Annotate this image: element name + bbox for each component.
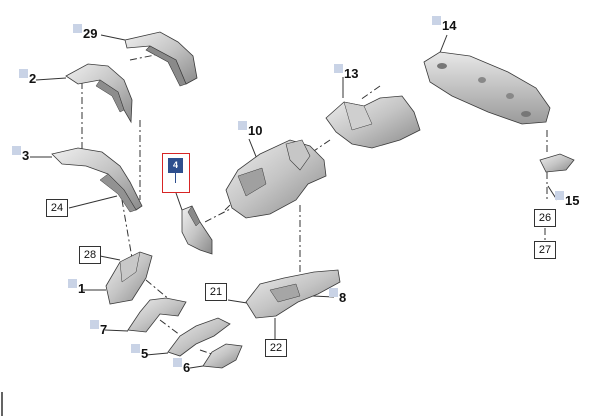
callout-3: 3 <box>12 146 29 164</box>
callout-square-icon <box>334 64 343 73</box>
part-13-heat-shield <box>325 95 421 149</box>
callout-1: 1 <box>68 279 85 297</box>
part-6-shield <box>202 343 243 369</box>
callout-square-icon <box>329 288 338 297</box>
callout-square-icon <box>12 146 21 155</box>
callout-6: 6 <box>173 358 190 376</box>
box-22: 22 <box>265 339 287 357</box>
part-1-shield <box>105 251 153 305</box>
callout-square-icon <box>555 191 564 200</box>
part-15-bracket <box>539 153 575 173</box>
callout-square-icon <box>131 344 140 353</box>
callout-square-icon <box>238 121 247 130</box>
callout-square-icon <box>19 69 28 78</box>
callout-square-icon <box>73 24 82 33</box>
callout-13: 13 <box>334 64 358 82</box>
part-3-heat-shield <box>51 147 143 213</box>
selected-part-highlight[interactable]: 4 <box>162 153 190 193</box>
callout-2: 2 <box>19 69 36 87</box>
part-7-shield <box>127 297 187 333</box>
selected-part-badge: 4 <box>168 158 183 173</box>
callout-10: 10 <box>238 121 262 139</box>
box-24: 24 <box>46 199 68 217</box>
part-8-heat-shield <box>245 269 341 319</box>
callout-5: 5 <box>131 344 148 362</box>
part-5-shield <box>167 317 231 357</box>
callout-15: 15 <box>555 191 579 209</box>
part-4-bracket <box>181 205 213 255</box>
part-29-heat-shield <box>124 31 198 87</box>
callout-square-icon <box>68 279 77 288</box>
callout-square-icon <box>432 16 441 25</box>
part-10-heat-shield <box>225 139 327 219</box>
callout-7: 7 <box>90 320 107 338</box>
callout-square-icon <box>173 358 182 367</box>
part-2-heat-shield <box>65 63 133 124</box>
box-27: 27 <box>534 241 556 259</box>
selected-part-tick <box>175 173 176 183</box>
box-26: 26 <box>534 209 556 227</box>
callout-14: 14 <box>432 16 456 34</box>
box-28: 28 <box>79 246 101 264</box>
callout-square-icon <box>90 320 99 329</box>
callout-29: 29 <box>73 24 97 42</box>
box-21: 21 <box>205 283 227 301</box>
part-14-heat-shield <box>423 51 551 125</box>
callout-8: 8 <box>329 288 346 306</box>
